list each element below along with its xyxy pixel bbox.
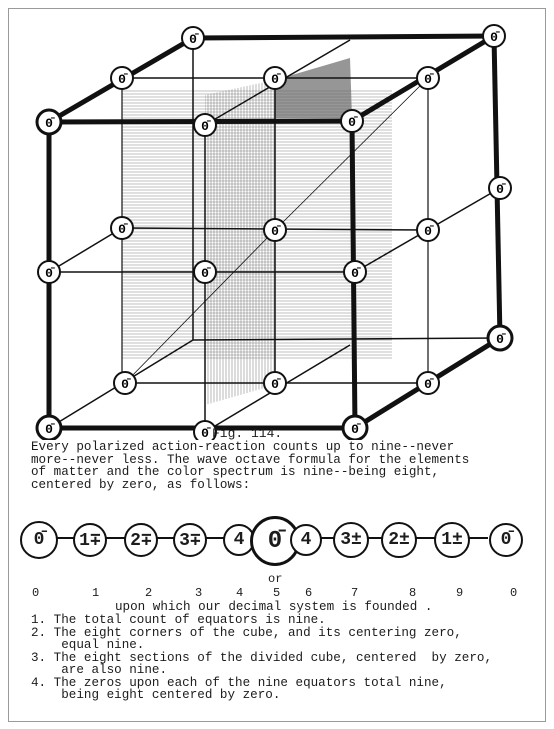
svg-text:0̄: 0̄ [45, 116, 55, 131]
decimal-digit: 2 [145, 586, 153, 600]
decimal-digit: 7 [351, 586, 359, 600]
decimal-digit: 4 [236, 586, 244, 600]
decimal-digit: 0 [32, 586, 40, 600]
zero-node: 0̄ [340, 109, 364, 133]
svg-text:0̄: 0̄ [118, 222, 128, 237]
zero-node: 0̄ [181, 26, 205, 50]
decimal-digit: 8 [409, 586, 417, 600]
series-node: 1∓ [73, 523, 107, 557]
svg-text:0̄: 0̄ [351, 422, 361, 437]
svg-text:0̄: 0̄ [351, 266, 361, 281]
series-node: 3∓ [173, 523, 207, 557]
svg-text:0̄: 0̄ [271, 72, 281, 87]
svg-text:0̄: 0̄ [424, 72, 434, 87]
svg-text:0̄: 0̄ [424, 377, 434, 392]
series-node: 4 [290, 524, 322, 556]
dark-wedge [275, 58, 352, 118]
zero-node: 0̄ [416, 66, 440, 90]
list-item: 1. The total count of equators is nine. [31, 613, 326, 627]
list-item: 2. The eight corners of the cube, and it… [31, 625, 462, 652]
svg-text:0̄: 0̄ [424, 224, 434, 239]
series-node: 2∓ [124, 523, 158, 557]
svg-text:0̄: 0̄ [271, 224, 281, 239]
zero-node: 0̄ [486, 324, 514, 352]
svg-text:0̄: 0̄ [496, 332, 506, 347]
zero-node: 0̄ [343, 260, 367, 284]
list-item: 3. The eight sections of the divided cub… [31, 650, 493, 677]
svg-text:0̄: 0̄ [45, 266, 55, 281]
zero-node: 0̄ [488, 176, 512, 200]
svg-text:0̄: 0̄ [490, 30, 500, 45]
page-frame [8, 8, 546, 722]
svg-text:0̄: 0̄ [271, 377, 281, 392]
zero-node: 0̄ [110, 66, 134, 90]
zero-node: 0̄ [416, 218, 440, 242]
decimal-digit: 6 [305, 586, 313, 600]
vertical-hatched-plane [205, 80, 275, 405]
zero-node: 0̄ [263, 66, 287, 90]
description-text: Every polarized action-reaction counts u… [31, 440, 470, 492]
zero-node: 0̄ [263, 371, 287, 395]
zero-node: 0̄ [193, 420, 217, 440]
zero-node: 0̄ [113, 371, 137, 395]
zero-node: 0̄ [263, 218, 287, 242]
svg-text:0̄: 0̄ [201, 119, 211, 134]
svg-text:0̄: 0̄ [121, 377, 131, 392]
svg-text:0̄: 0̄ [118, 72, 128, 87]
decimal-note: upon which our decimal system is founded… [115, 600, 433, 614]
cube-diagram: 0̄ 0̄ 0̄ 0̄ 0̄ 0̄ 0̄ 0̄ 0̄ 0̄ 0̄ 0̄ 0̄ 0̄ 0̄ 0̄ 0̄ 0̄ 0̄ 0̄… [35, 24, 514, 440]
list-item: 4. The zeros upon each of the nine equat… [31, 675, 447, 702]
zero-node: 0̄ [35, 414, 63, 440]
decimal-digit: 5 [273, 586, 281, 600]
figure-caption: Fig. 114. [212, 426, 283, 441]
decimal-digit: 9 [456, 586, 464, 600]
svg-text:0̄: 0̄ [348, 115, 358, 130]
zero-nodes: 0̄ 0̄ 0̄ 0̄ 0̄ 0̄ 0̄ 0̄ 0̄ 0̄ 0̄ 0̄ 0̄ 0̄ 0̄ 0̄ 0̄ 0̄ 0̄ 0̄… [35, 24, 514, 440]
zero-node: 0̄ [35, 108, 63, 136]
series-node: 0̄ [20, 521, 58, 559]
zero-node: 0̄ [37, 260, 61, 284]
zero-node: 0̄ [416, 371, 440, 395]
zero-node: 0̄ [193, 260, 217, 284]
svg-text:0̄: 0̄ [189, 32, 199, 47]
zero-node: 0̄ [482, 24, 506, 48]
svg-text:0̄: 0̄ [496, 182, 506, 197]
zero-node: 0̄ [341, 414, 369, 440]
svg-text:0̄: 0̄ [45, 422, 55, 437]
svg-text:0̄: 0̄ [201, 426, 211, 440]
series-node: 1± [434, 522, 470, 558]
svg-text:0̄: 0̄ [201, 266, 211, 281]
numbered-list: 1. The total count of equators is nine.2… [31, 614, 541, 702]
or-label: or [268, 572, 283, 586]
series-node: 3± [333, 522, 369, 558]
decimal-digit: 0 [510, 586, 518, 600]
zero-node: 0̄ [193, 113, 217, 137]
series-node: 2± [381, 522, 417, 558]
decimal-digits: 0 1 2 3 4 5 6 7 8 9 0 [0, 586, 554, 602]
zero-node: 0̄ [110, 216, 134, 240]
decimal-digit: 1 [92, 586, 100, 600]
decimal-digit: 3 [195, 586, 203, 600]
series-node: 0̄ [489, 523, 523, 557]
